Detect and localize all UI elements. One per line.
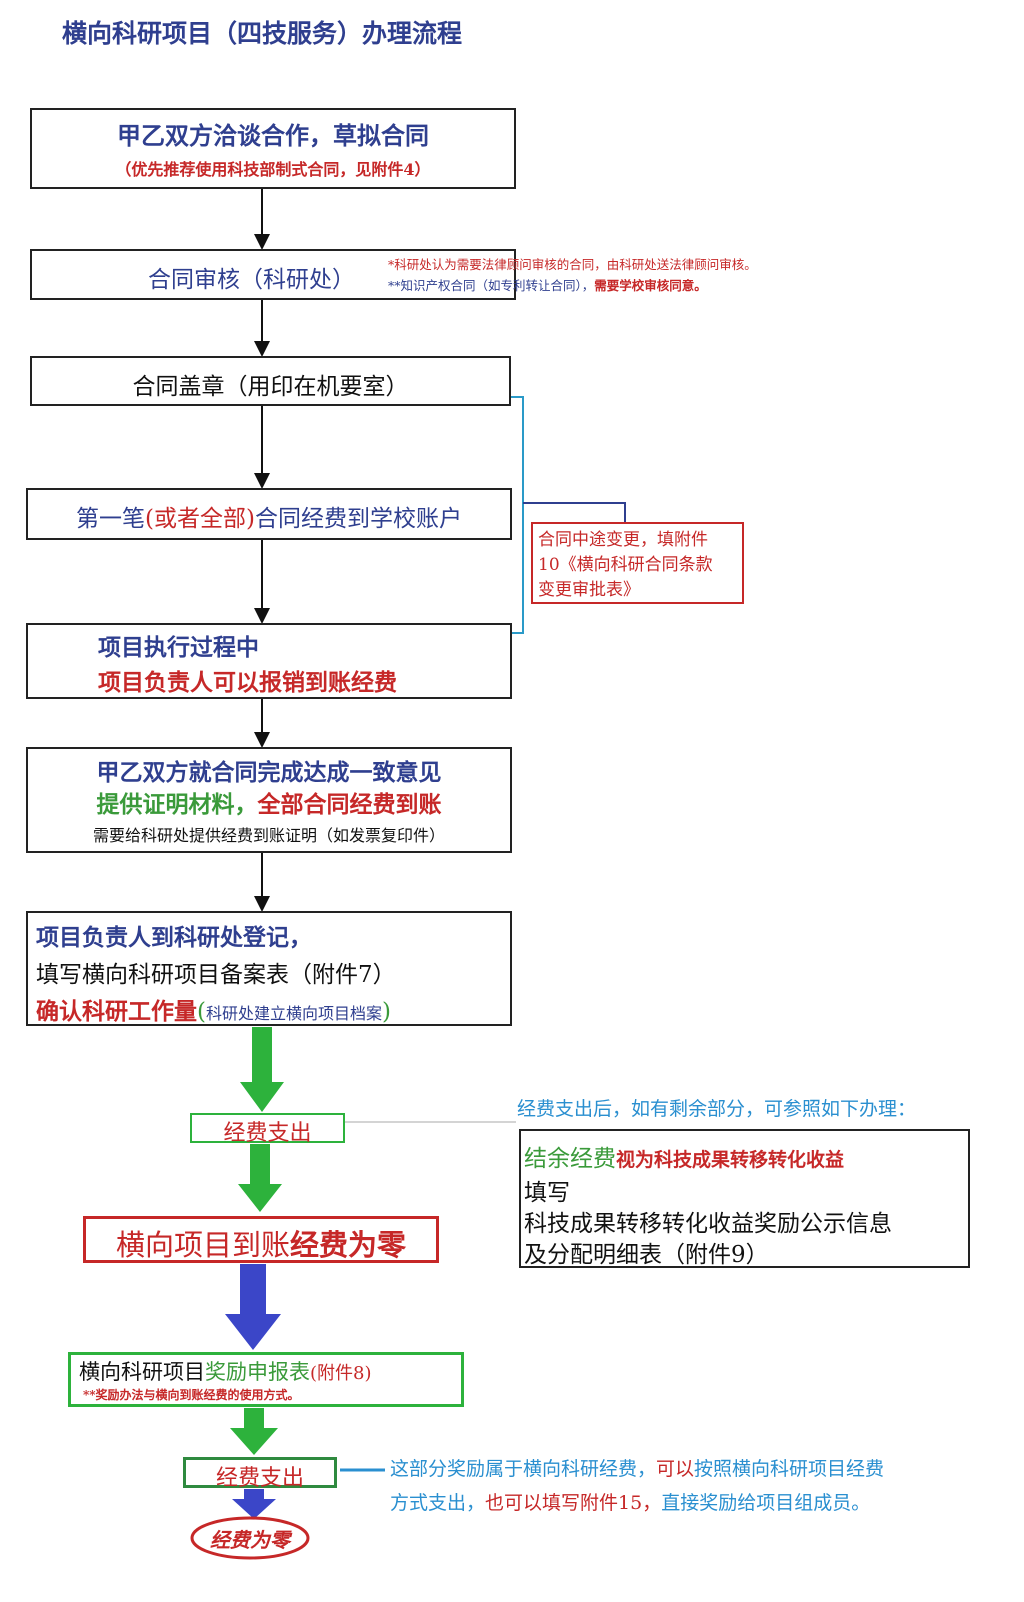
review-note-1: *科研处认为需要法律顾问审核的合同，由科研处送法律顾问审核。 xyxy=(388,257,757,272)
surplus-line1: 结余经费视为科技成果转移转化收益 xyxy=(524,1139,844,1173)
change-note: 合同中途变更，填附件 10《横向科研合同条款变更审批表》 xyxy=(538,528,713,603)
step2-title: 合同审核（科研处） xyxy=(148,267,355,293)
reward-note-line2: 方式支出，也可以填写附件15，直接奖励给项目组成员。 xyxy=(390,1488,870,1515)
step5-note: 项目负责人可以报销到账经费 xyxy=(98,669,397,696)
surplus-heading: 经费支出后，如有剩余部分，可参照如下办理： xyxy=(517,1098,917,1120)
end-ellipse xyxy=(190,1516,310,1560)
step-registration: 项目负责人到科研处登记， 填写横向科研项目备案表（附件7） 确认科研工作量(科研… xyxy=(26,911,512,1026)
change-note-2: 10《横向科研合同条款 xyxy=(538,555,713,575)
surplus-a: 结余经费 xyxy=(524,1146,616,1172)
rn-1a: 这部分奖励属于横向科研经费， xyxy=(390,1458,657,1480)
blue-arrow-2 xyxy=(232,1489,276,1519)
expense1-label: 经费支出 xyxy=(223,1121,312,1146)
reward-note-line1: 这部分奖励属于横向科研经费，可以按照横向科研项目经费 xyxy=(390,1454,884,1481)
end-label: 经费为零 xyxy=(210,1528,290,1552)
step-first-payment: 第一笔(或者全部)合同经费到学校账户 xyxy=(26,488,512,540)
reward-title: 横向科研项目奖励申报表(附件8) xyxy=(79,1356,372,1386)
step-draft-contract: 甲乙双方洽谈合作，草拟合同 （优先推荐使用科技部制式合同，见附件4） xyxy=(30,108,516,189)
step-contract-seal: 合同盖章（用印在机要室） xyxy=(30,356,511,406)
step6-note: 需要给科研处提供经费到账证明（如发票复印件） xyxy=(92,826,445,845)
rn-2b: 也可以填写附件15， xyxy=(485,1492,662,1514)
step6-title: 甲乙双方就合同完成达成一致意见 xyxy=(96,759,442,786)
step7-line3a: 确认科研工作量 xyxy=(36,998,197,1025)
expense-box-1: 经费支出 xyxy=(190,1113,345,1146)
reward-a: 横向科研项目 xyxy=(79,1360,205,1384)
step7-line3: 确认科研工作量(科研处建立横向项目档案) xyxy=(36,992,391,1026)
step-execution: 项目执行过程中 项目负责人可以报销到账经费 xyxy=(26,623,512,699)
paren-open: ( xyxy=(197,999,206,1025)
change-note-3: 变更审批表》 xyxy=(538,580,640,600)
step4-c: 合同经费到学校账户 xyxy=(254,506,462,532)
change-connector xyxy=(523,502,626,522)
step4-a: 第一笔 xyxy=(76,506,146,532)
rn-1c: 按照横向科研项目经费 xyxy=(694,1458,885,1480)
zero-b: 经费为零 xyxy=(290,1228,407,1262)
step7-line2: 填写横向科研项目备案表（附件7） xyxy=(36,962,396,988)
step1-title: 甲乙双方洽谈合作，草拟合同 xyxy=(117,121,429,150)
step4-title: 第一笔(或者全部)合同经费到学校账户 xyxy=(28,499,510,533)
green-arrow-2 xyxy=(238,1144,282,1212)
step3-title: 合同盖章（用印在机要室） xyxy=(132,374,409,400)
blue-arrow-1 xyxy=(225,1264,281,1350)
step7-title: 项目负责人到科研处登记， xyxy=(36,924,312,951)
rn-2c: 直接奖励给项目组成员。 xyxy=(661,1492,871,1514)
step1-note: （优先推荐使用科技部制式合同，见附件4） xyxy=(115,160,431,179)
reward-note: **奖励办法与横向到账经费的使用方式。 xyxy=(83,1388,300,1402)
zero-balance-box: 横向项目到账经费为零 xyxy=(83,1216,439,1263)
step6-line2: 提供证明材料，全部合同经费到账 xyxy=(28,785,510,819)
step5-title: 项目执行过程中 xyxy=(98,634,259,661)
rn-2a: 方式支出， xyxy=(390,1492,486,1514)
change-note-box: 合同中途变更，填附件 10《横向科研合同条款变更审批表》 xyxy=(531,522,744,604)
step7-line3c: 科研处建立横向项目档案 xyxy=(205,1004,382,1023)
review-note-2: **知识产权合同（如专利转让合同），需要学校审核同意。 xyxy=(388,275,707,294)
green-arrow-3 xyxy=(230,1408,278,1455)
expense-box-2: 经费支出 xyxy=(183,1457,337,1491)
zero-balance-label: 横向项目到账经费为零 xyxy=(86,1222,436,1264)
reward-b: 奖励申报表 xyxy=(205,1360,310,1384)
surplus-b: 视为科技成果转移转化收益 xyxy=(616,1149,845,1171)
paren-close: ) xyxy=(382,999,391,1025)
change-bracket xyxy=(511,396,524,634)
step6-line2a: 提供证明材料， xyxy=(96,791,258,818)
step-completion: 甲乙双方就合同完成达成一致意见 提供证明材料，全部合同经费到账 需要给科研处提供… xyxy=(26,747,512,853)
rn-1b: 可以 xyxy=(656,1458,695,1480)
change-note-1: 合同中途变更，填附件 xyxy=(538,530,708,550)
green-arrow-1 xyxy=(240,1027,284,1112)
expense2-label: 经费支出 xyxy=(215,1466,304,1491)
review-note-2a: **知识产权合同（如专利转让合同）， xyxy=(388,278,595,293)
surplus-c: 填写 xyxy=(524,1180,570,1206)
step6-line2b: 全部合同经费到账 xyxy=(257,791,442,818)
step4-b: (或者全部) xyxy=(145,506,255,532)
step-contract-review: 合同审核（科研处） xyxy=(30,249,516,300)
reward-box: 横向科研项目奖励申报表(附件8) **奖励办法与横向到账经费的使用方式。 xyxy=(68,1352,464,1407)
reward-c: (附件8) xyxy=(310,1363,372,1384)
zero-a: 横向项目到账 xyxy=(115,1228,290,1262)
surplus-e: 及分配明细表（附件9） xyxy=(524,1242,769,1268)
surplus-box: 结余经费视为科技成果转移转化收益 填写 科技成果转移转化收益奖励公示信息 及分配… xyxy=(519,1129,970,1268)
surplus-d: 科技成果转移转化收益奖励公示信息 xyxy=(524,1211,892,1237)
review-note-2b: 需要学校审核同意。 xyxy=(594,278,707,293)
page-title: 横向科研项目（四技服务）办理流程 xyxy=(62,19,463,48)
